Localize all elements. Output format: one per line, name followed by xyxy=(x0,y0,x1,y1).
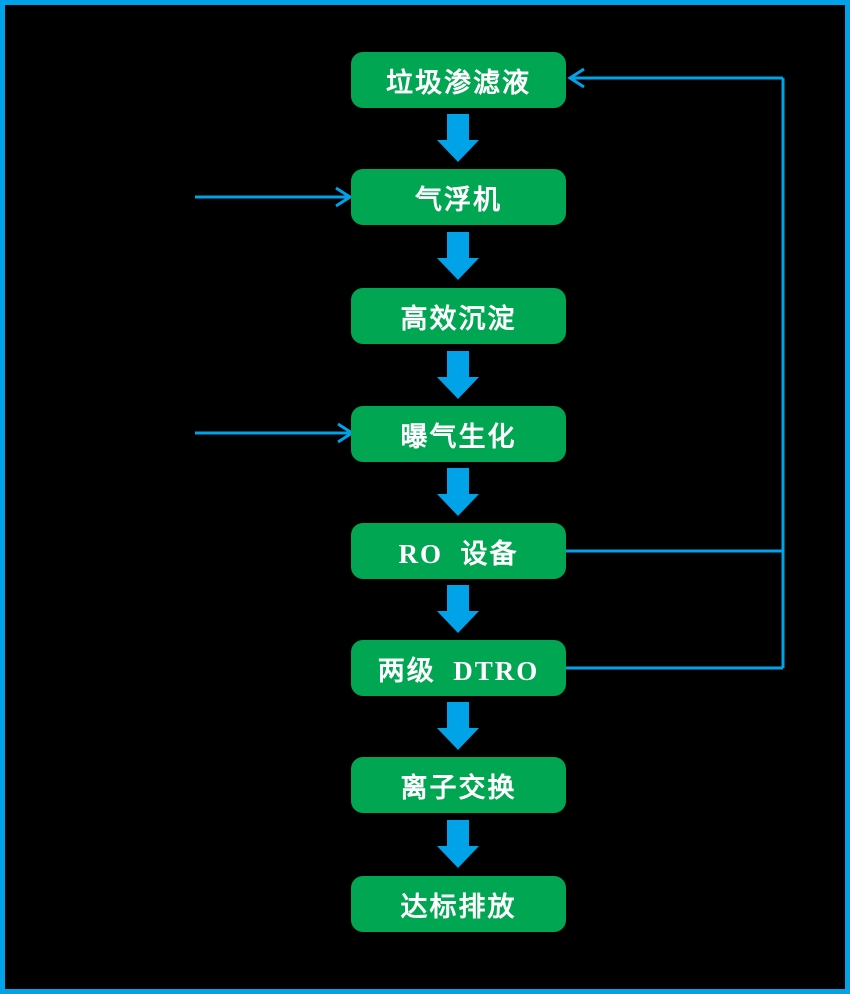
node-dtro: 两级 DTRO xyxy=(351,640,566,696)
node-sedimentation: 高效沉淀 xyxy=(351,288,566,344)
node-dtro-label: 两级 DTRO xyxy=(377,655,540,686)
node-aeration: 曝气生化 xyxy=(351,406,566,462)
arrow-air-flotation-to-sedimentation xyxy=(437,232,479,280)
block-arrows xyxy=(437,114,479,868)
node-ion-exchange: 离子交换 xyxy=(351,757,566,813)
node-aeration-label: 曝气生化 xyxy=(400,421,517,452)
arrow-ion-exchange-to-discharge xyxy=(437,820,479,868)
node-ro-equipment-label: RO 设备 xyxy=(398,538,519,569)
node-ro-equipment: RO 设备 xyxy=(351,523,566,579)
thin-connectors xyxy=(195,67,785,670)
arrow-leachate-to-air-flotation xyxy=(437,114,479,162)
node-air-flotation-label: 气浮机 xyxy=(415,184,502,215)
node-sedimentation-label: 高效沉淀 xyxy=(400,303,517,334)
node-air-flotation: 气浮机 xyxy=(351,169,566,225)
node-ion-exchange-label: 离子交换 xyxy=(400,772,517,803)
arrow-ro-to-dtro xyxy=(437,585,479,633)
node-leachate-label: 垃圾渗滤液 xyxy=(386,67,531,98)
node-leachate: 垃圾渗滤液 xyxy=(351,52,566,108)
inlet-arrowhead-air-flotation xyxy=(335,186,353,208)
arrow-sedimentation-to-aeration xyxy=(437,351,479,399)
node-discharge: 达标排放 xyxy=(351,876,566,932)
feedback-arrowhead-leachate xyxy=(567,67,585,89)
node-discharge-label: 达标排放 xyxy=(400,891,517,922)
arrow-aeration-to-ro xyxy=(437,468,479,516)
arrow-dtro-to-ion-exchange xyxy=(437,702,479,750)
